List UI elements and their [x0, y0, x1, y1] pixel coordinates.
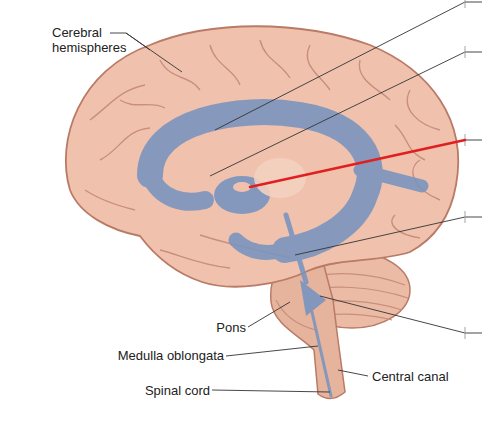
part-label: Spinal cord: [110, 383, 210, 398]
interthalamic-adhesion: [233, 182, 251, 192]
part-label: Pons: [186, 320, 246, 335]
leader-lines: [110, 0, 482, 392]
cerebrum: [66, 26, 458, 286]
thalamus: [254, 158, 306, 198]
part-label: Medulla oblongata: [94, 348, 224, 363]
gyri: [85, 40, 440, 268]
highlight-leader: [250, 140, 465, 187]
part-label: Central canal: [372, 369, 477, 384]
part-label: Cerebral hemispheres: [52, 25, 134, 55]
fourth-ventricle: [300, 280, 326, 316]
